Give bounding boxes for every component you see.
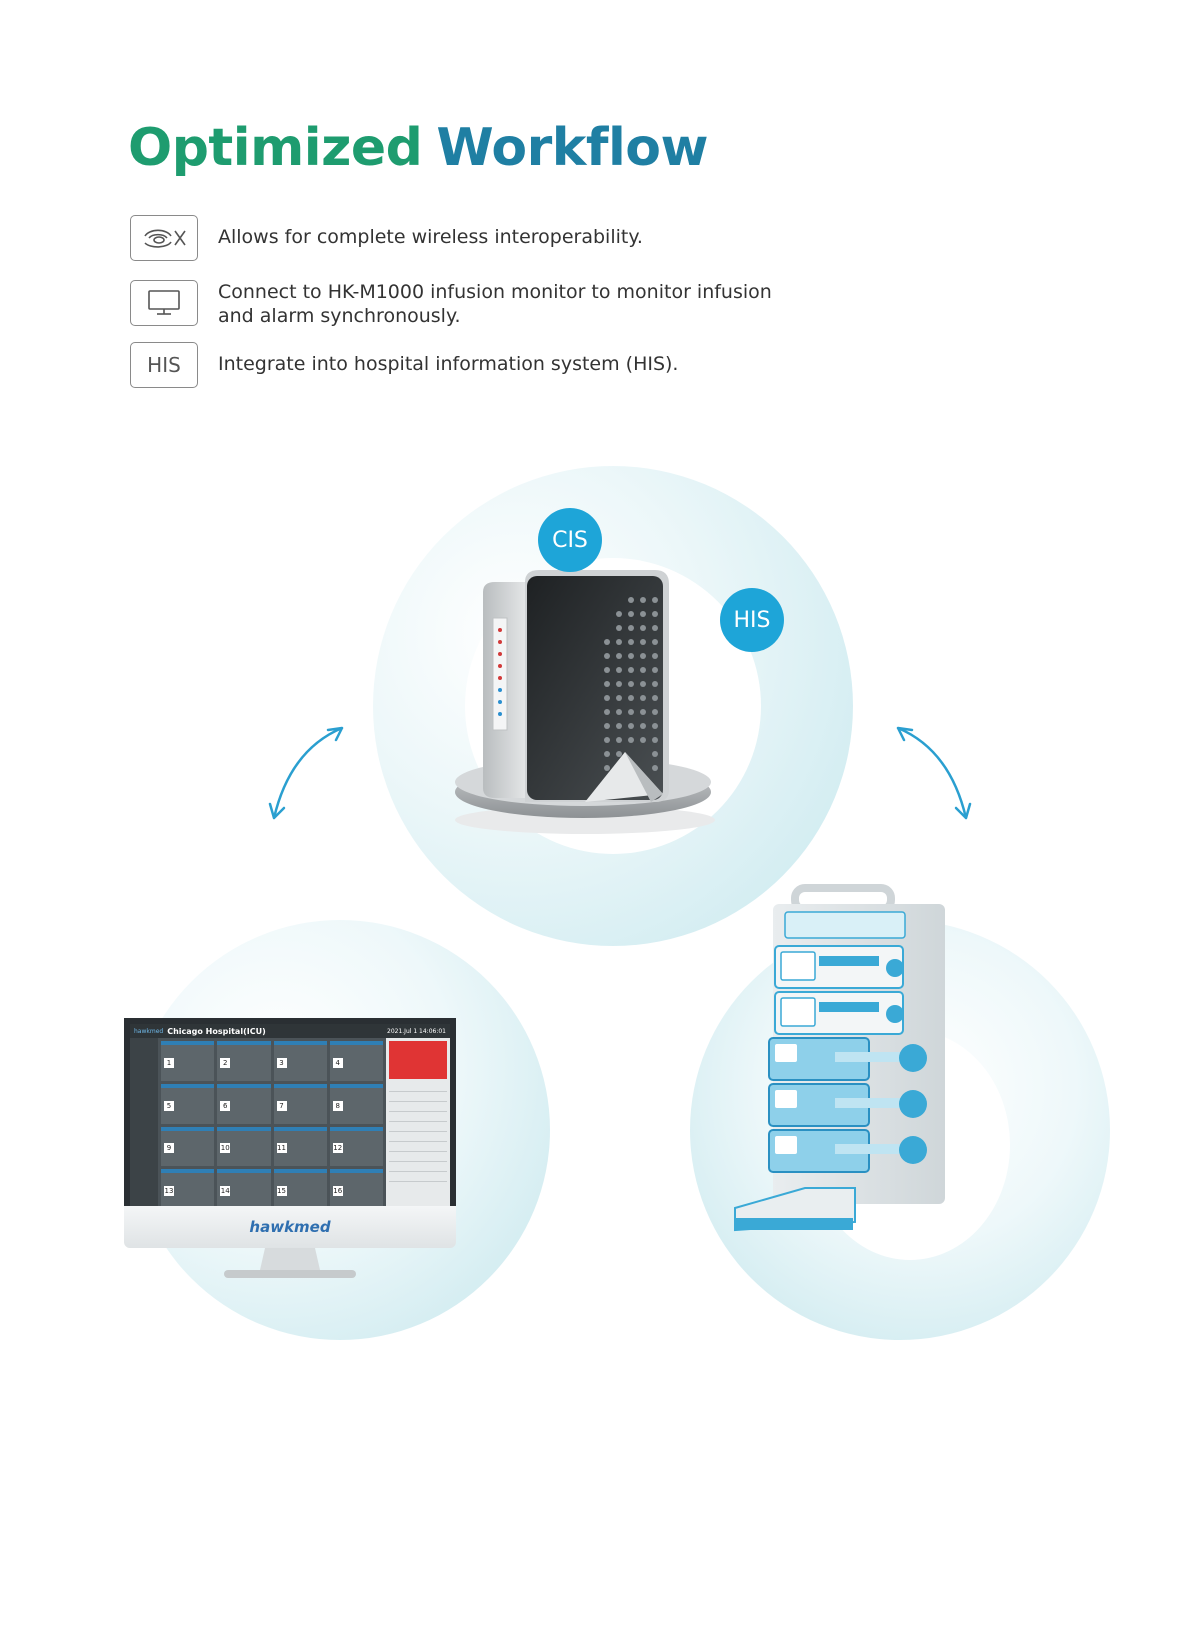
bed-number: 12 xyxy=(332,1143,343,1154)
feature-monitor-text: Connect to HK-M1000 infusion monitor to … xyxy=(218,281,772,327)
cis-badge: CIS xyxy=(538,508,602,572)
bed-number: 13 xyxy=(164,1186,174,1197)
bed-number: 4 xyxy=(332,1057,343,1068)
feature-wireless: Allows for complete wireless interoperab… xyxy=(130,215,778,261)
feature-his: HIS Integrate into hospital information … xyxy=(130,342,778,388)
alarm-highlight xyxy=(389,1041,447,1079)
his-badge: HIS xyxy=(720,588,784,652)
feature-his-text: Integrate into hospital information syst… xyxy=(218,353,679,375)
gateway-device-illustration xyxy=(455,570,715,834)
monitor-datetime: 2021.Jul 1 14:06:01 xyxy=(387,1027,446,1035)
monitor-stand xyxy=(224,1248,356,1278)
title-word-workflow: Workflow xyxy=(436,118,709,178)
bed-cell[interactable]: 3 xyxy=(273,1041,327,1081)
bed-cell[interactable]: 13 xyxy=(161,1169,215,1209)
bed-number: 14 xyxy=(220,1186,231,1197)
monitor-brand-logo: hawkmed xyxy=(249,1218,331,1236)
alarm-panel xyxy=(386,1038,450,1212)
monitor-chin: hawkmed xyxy=(124,1206,456,1248)
bed-number: 11 xyxy=(276,1143,287,1154)
bed-cell[interactable]: 12 xyxy=(329,1126,383,1167)
monitor-brand-small: hawkmed xyxy=(134,1027,164,1035)
monitor-screen-header: hawkmed Chicago Hospital(ICU) 2021.Jul 1… xyxy=(130,1024,450,1038)
wireless-signal-icon xyxy=(130,215,198,261)
bed-number: 7 xyxy=(276,1100,287,1111)
infusion-monitor-screen: hawkmed Chicago Hospital(ICU) 2021.Jul 1… xyxy=(124,1018,456,1212)
bed-cell[interactable]: 7 xyxy=(273,1083,327,1124)
monitor-sidebar xyxy=(130,1038,158,1212)
feature-wireless-text: Allows for complete wireless interoperab… xyxy=(218,226,643,248)
bed-number: 10 xyxy=(220,1143,231,1154)
bed-number: 15 xyxy=(276,1186,287,1197)
bed-cell[interactable]: 11 xyxy=(273,1126,327,1167)
bed-number: 5 xyxy=(164,1100,174,1111)
hospital-name: Chicago Hospital(ICU) xyxy=(167,1026,266,1036)
bed-cell[interactable]: 10 xyxy=(217,1126,271,1167)
monitor-icon xyxy=(130,280,198,326)
bed-cell[interactable]: 4 xyxy=(329,1041,383,1081)
bed-number: 1 xyxy=(164,1057,174,1068)
bed-cell[interactable]: 14 xyxy=(217,1169,271,1209)
bed-cell[interactable]: 1 xyxy=(161,1041,215,1081)
bed-cell[interactable]: 9 xyxy=(161,1126,215,1167)
bed-cell[interactable]: 16 xyxy=(329,1169,383,1209)
bed-cell[interactable]: 8 xyxy=(329,1083,383,1124)
bed-number: 16 xyxy=(332,1186,343,1197)
bed-cell[interactable]: 15 xyxy=(273,1169,327,1209)
bed-number: 6 xyxy=(220,1100,231,1111)
bed-number: 9 xyxy=(164,1143,174,1154)
feature-monitor: Connect to HK-M1000 infusion monitor to … xyxy=(130,280,778,328)
bed-number: 8 xyxy=(332,1100,343,1111)
left-connection-arrow-icon xyxy=(268,726,344,820)
bed-cell[interactable]: 2 xyxy=(217,1041,271,1081)
bed-number: 2 xyxy=(220,1057,231,1068)
pump-modules xyxy=(768,945,927,1173)
bed-number: 3 xyxy=(276,1057,287,1068)
bed-cell[interactable]: 5 xyxy=(161,1083,215,1124)
his-text-icon: HIS xyxy=(130,342,198,388)
bed-cell[interactable]: 6 xyxy=(217,1083,271,1124)
infusion-pump-stack-illustration xyxy=(734,884,945,1232)
title-word-optimized: Optimized xyxy=(128,118,423,178)
right-connection-arrow-icon xyxy=(896,726,972,820)
